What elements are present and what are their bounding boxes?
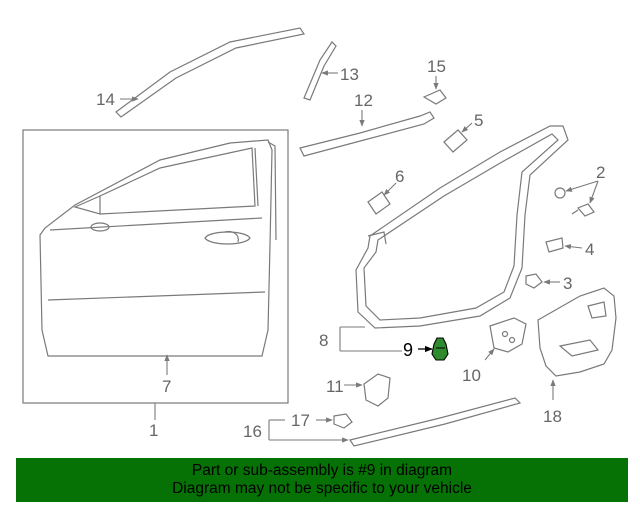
sealing-cover-part[interactable] (537, 287, 617, 377)
callout-5: 5 (474, 111, 483, 130)
callout-9: 9 (403, 340, 413, 360)
clip-part-3[interactable] (525, 273, 543, 289)
clip-part-15[interactable] (422, 89, 447, 105)
banner-line-1: Part or sub-assembly is #9 in diagram (191, 462, 453, 479)
patch-part-6[interactable] (367, 191, 391, 215)
callout-11: 11 (326, 377, 344, 396)
clip-part-9[interactable] (431, 337, 449, 361)
pillar-garnish-part[interactable] (303, 41, 337, 101)
callout-1: 1 (149, 421, 158, 440)
callout-4: 4 (585, 240, 594, 259)
info-banner: Part or sub-assembly is #9 in diagram Di… (16, 458, 628, 502)
bracket-part-4[interactable] (545, 237, 564, 253)
callout-8: 8 (319, 331, 328, 350)
bolt-part-2[interactable] (554, 187, 595, 217)
panel-bracket-part[interactable] (363, 373, 391, 407)
callout-17: 17 (291, 411, 310, 430)
callout-10: 10 (462, 366, 481, 385)
hinge-bracket-part[interactable] (489, 317, 527, 353)
patch-part-5[interactable] (443, 129, 468, 153)
callout-16: 16 (243, 422, 262, 441)
callout-15: 15 (427, 57, 446, 76)
belt-molding-part[interactable] (299, 111, 435, 157)
callout-2: 2 (596, 163, 605, 182)
callout-6: 6 (395, 167, 404, 186)
parts-diagram: 1 7 14 13 12 15 5 6 8 9 2 (22, 27, 617, 447)
callout-7: 7 (162, 377, 171, 396)
clip-part-17[interactable] (333, 413, 353, 429)
callout-12: 12 (354, 91, 373, 110)
banner-line-2: Diagram may not be specific to your vehi… (172, 480, 472, 497)
rocker-molding-part[interactable] (349, 397, 522, 447)
callout-13: 13 (340, 65, 359, 84)
callout-3: 3 (563, 274, 572, 293)
weatherstrip-part[interactable] (355, 125, 569, 329)
callout-18: 18 (543, 407, 562, 426)
callout-14: 14 (96, 90, 115, 109)
door-panel-part[interactable] (22, 129, 289, 404)
upper-molding-part[interactable] (115, 27, 305, 118)
